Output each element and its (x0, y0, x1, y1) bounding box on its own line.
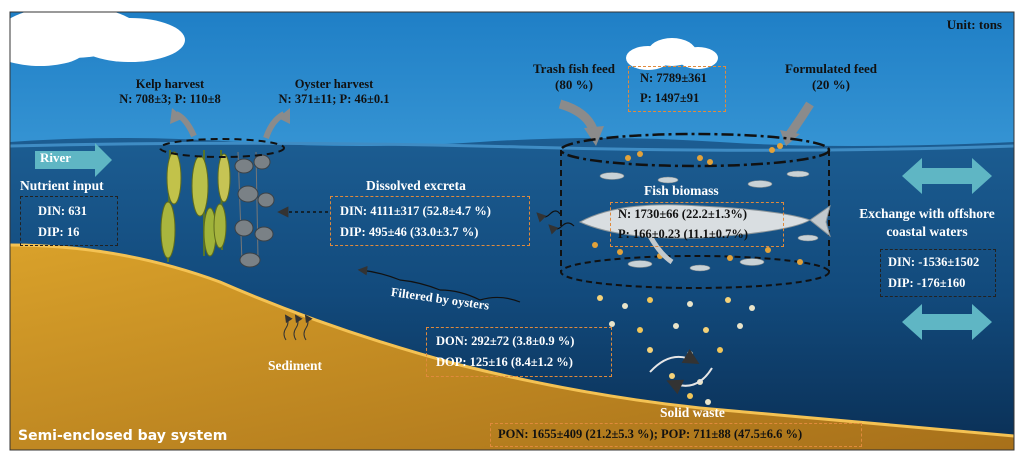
trash-fish-feed-label: Trash fish feed (532, 61, 616, 76)
feed-input-box (628, 66, 726, 112)
feed-p-input: P: 1497±91 (640, 91, 700, 105)
fish-cage-icon (559, 132, 831, 289)
system-label: Semi-enclosed bay system (18, 428, 228, 444)
fish-biomass-title: Fish biomass (644, 183, 719, 198)
sediment-bed (10, 245, 1014, 450)
small-fish-icon (599, 170, 819, 272)
sediment-arrows-icon (283, 314, 313, 341)
large-fish-icon (578, 204, 831, 265)
exchange-top-arrow-icon (902, 158, 992, 194)
exchange-dip: DIP: -176±160 (888, 276, 966, 290)
oyster-harvest-title: Oyster harvest (294, 77, 374, 91)
solid-waste-title: Solid waste (660, 405, 725, 420)
river-label: River (40, 150, 72, 165)
solid-waste-box (490, 423, 862, 447)
fish-biomass-n: N: 1730±66 (22.2±1.3%) (618, 207, 747, 221)
sediment-edge (9, 243, 1015, 438)
fish-biomass-box (610, 202, 784, 247)
feed-n-input: N: 7789±361 (640, 71, 707, 85)
sediment-label: Sediment (268, 358, 322, 373)
don-value: DON: 292±72 (3.8±0.9 %) (436, 334, 575, 348)
dop-value: DOP: 125±16 (8.4±1.2 %) (436, 355, 573, 369)
formulated-feed-label: Formulated feed (784, 61, 878, 76)
sea-surface (9, 141, 1015, 152)
exchange-box (880, 249, 996, 297)
formulated-feed-percent: (20 %) (812, 77, 850, 92)
kelp-harvest-title: Kelp harvest (135, 77, 205, 91)
waste-particles-icon (597, 295, 755, 405)
fish-biomass-p: P: 166±0.23 (11.1±0.7%) (618, 227, 749, 241)
oyster-harvest-values: N: 371±11; P: 46±0.1 (278, 92, 390, 106)
nutrient-input-box (20, 196, 118, 246)
dissolved-excreta-din: DIN: 4111±317 (52.8±4.7 %) (340, 204, 491, 218)
exchange-label-line1: Exchange with offshore (859, 206, 995, 221)
dissolved-excreta-dip: DIP: 495±46 (33.0±3.7 %) (340, 225, 479, 239)
culture-zone-outline (159, 138, 285, 158)
river-dip: DIP: 16 (38, 225, 80, 239)
cloud-right-icon (626, 38, 718, 70)
dissolved-excreta-title: Dissolved excreta (366, 178, 466, 193)
kelp-harvest-values: N: 708±3; P: 110±8 (119, 92, 221, 106)
excreta-arrow-icon (536, 210, 561, 223)
exchange-bottom-arrow-icon (902, 304, 992, 340)
river-arrow-icon (35, 143, 112, 177)
exchange-din: DIN: -1536±1502 (888, 255, 980, 269)
formulated-feed-arrow-icon (786, 101, 814, 137)
cycle-arrow-icon (649, 349, 700, 373)
exchange-label-line2: coastal waters (886, 224, 968, 239)
solid-waste-values: PON: 1655±409 (21.2±5.3 %); POP: 711±88 … (498, 427, 803, 441)
filtered-arrow-icon (357, 265, 521, 303)
river-din: DIN: 631 (38, 204, 87, 218)
cloud-left-icon (0, 6, 185, 66)
oyster-icon (234, 151, 275, 268)
unit-label: Unit: tons (946, 17, 1002, 32)
nutrient-input-title: Nutrient input (20, 178, 104, 193)
dissolved-organic-box (426, 327, 612, 377)
dissolved-excreta-box (330, 196, 530, 246)
kelp-icon (160, 149, 231, 263)
trash-fish-feed-percent: (80 %) (555, 77, 593, 92)
